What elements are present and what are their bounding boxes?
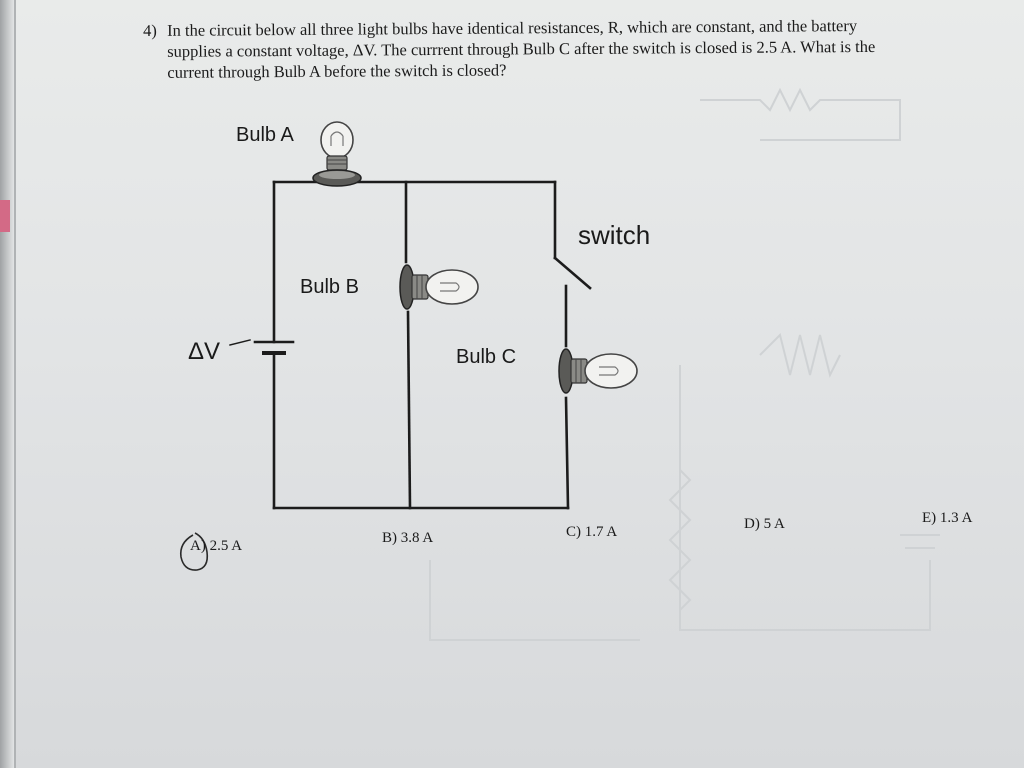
bulb-c-icon: [558, 348, 638, 394]
wire-c-bottom: [564, 396, 570, 510]
switch-lever: [553, 256, 592, 290]
bulb-b-label: Bulb B: [300, 276, 359, 298]
choice-d: D) 5 A: [744, 516, 785, 532]
bulb-a-icon: [312, 121, 362, 187]
bulb-c-label: Bulb C: [456, 346, 517, 368]
answer-circle-mark: [179, 532, 209, 571]
wire-b-bottom: [406, 310, 412, 510]
battery-label-pointer: [229, 339, 251, 346]
choice-a: A) 2.5 A: [190, 538, 243, 554]
page-edge: [0, 0, 14, 768]
bulb-b-icon: [399, 264, 479, 310]
pink-tab: [0, 200, 10, 232]
page-edge-shadow: [14, 0, 16, 768]
choice-e: E) 1.3 A: [922, 510, 973, 526]
switch-label: switch: [578, 220, 651, 250]
choice-c: C) 1.7 A: [566, 524, 618, 540]
battery-label: ΔV: [188, 338, 221, 365]
bulb-a-label: Bulb A: [236, 124, 294, 146]
choice-b: B) 3.8 A: [382, 530, 434, 546]
